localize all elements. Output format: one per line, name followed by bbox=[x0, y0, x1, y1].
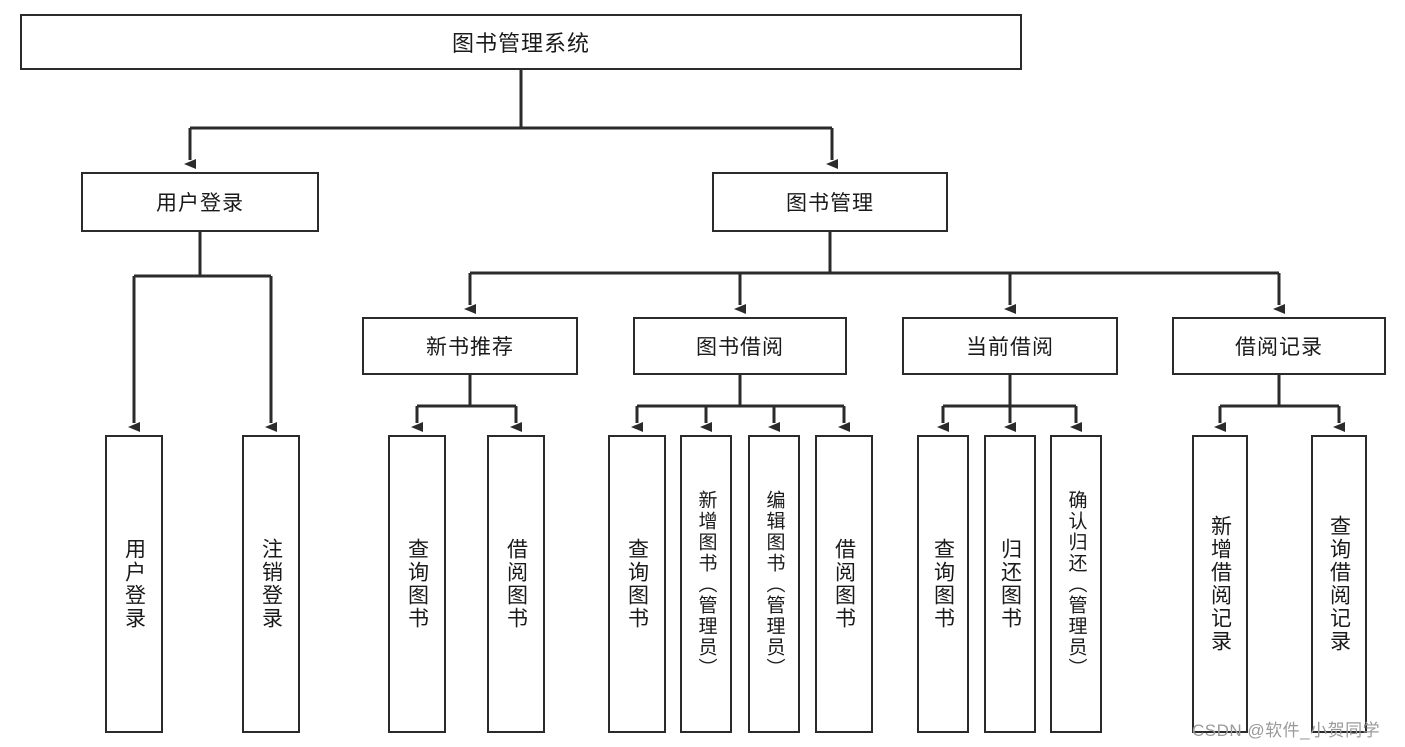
leaf-borrow-book-newbook[interactable]: 借阅图书 bbox=[487, 435, 545, 733]
node-root-system[interactable]: 图书管理系统 bbox=[20, 14, 1022, 70]
leaf-edit-book-admin[interactable]: 编辑图书（管理员） bbox=[748, 435, 800, 733]
node-book-borrow[interactable]: 图书借阅 bbox=[633, 317, 847, 375]
leaf-query-book-newbook[interactable]: 查询图书 bbox=[388, 435, 446, 733]
leaf-user-login[interactable]: 用户登录 bbox=[105, 435, 163, 733]
node-label: 借阅记录 bbox=[1235, 336, 1323, 359]
node-current-borrow[interactable]: 当前借阅 bbox=[902, 317, 1118, 375]
node-label: 注销登录 bbox=[259, 538, 283, 630]
csdn-watermark: CSDN @软件_小贺同学 bbox=[1192, 721, 1381, 740]
node-book-management[interactable]: 图书管理 bbox=[712, 172, 948, 232]
node-label: 用户登录 bbox=[156, 192, 244, 215]
leaf-add-book-admin[interactable]: 新增图书（管理员） bbox=[680, 435, 732, 733]
node-label: 查询借阅记录 bbox=[1327, 515, 1351, 653]
node-new-book-recommend[interactable]: 新书推荐 bbox=[362, 317, 578, 375]
leaf-query-book-borrow[interactable]: 查询图书 bbox=[608, 435, 666, 733]
node-label: 编辑图书（管理员） bbox=[763, 489, 785, 679]
leaf-confirm-return-admin[interactable]: 确认归还（管理员） bbox=[1050, 435, 1102, 733]
node-label: 用户登录 bbox=[122, 538, 146, 630]
node-label: 查询图书 bbox=[405, 538, 429, 630]
leaf-query-book-current[interactable]: 查询图书 bbox=[917, 435, 969, 733]
leaf-user-logout[interactable]: 注销登录 bbox=[242, 435, 300, 733]
node-label: 新书推荐 bbox=[426, 336, 514, 359]
leaf-lend-book[interactable]: 借阅图书 bbox=[815, 435, 873, 733]
leaf-add-borrow-record[interactable]: 新增借阅记录 bbox=[1192, 435, 1248, 733]
node-label: 借阅图书 bbox=[504, 538, 528, 630]
leaf-return-book[interactable]: 归还图书 bbox=[984, 435, 1036, 733]
node-label: 图书管理系统 bbox=[451, 31, 590, 56]
node-label: 新增图书（管理员） bbox=[695, 489, 717, 679]
node-label: 查询图书 bbox=[931, 538, 955, 630]
node-label: 当前借阅 bbox=[966, 336, 1054, 359]
node-borrow-record[interactable]: 借阅记录 bbox=[1172, 317, 1386, 375]
node-label: 借阅图书 bbox=[832, 538, 856, 630]
node-label: 图书管理 bbox=[786, 192, 874, 215]
node-label: 新增借阅记录 bbox=[1208, 515, 1232, 653]
node-label: 查询图书 bbox=[625, 538, 649, 630]
node-label: 图书借阅 bbox=[696, 336, 784, 359]
node-user-login[interactable]: 用户登录 bbox=[81, 172, 319, 232]
node-label: 归还图书 bbox=[998, 538, 1022, 630]
leaf-query-borrow-record[interactable]: 查询借阅记录 bbox=[1311, 435, 1367, 733]
node-label: 确认归还（管理员） bbox=[1065, 489, 1087, 679]
